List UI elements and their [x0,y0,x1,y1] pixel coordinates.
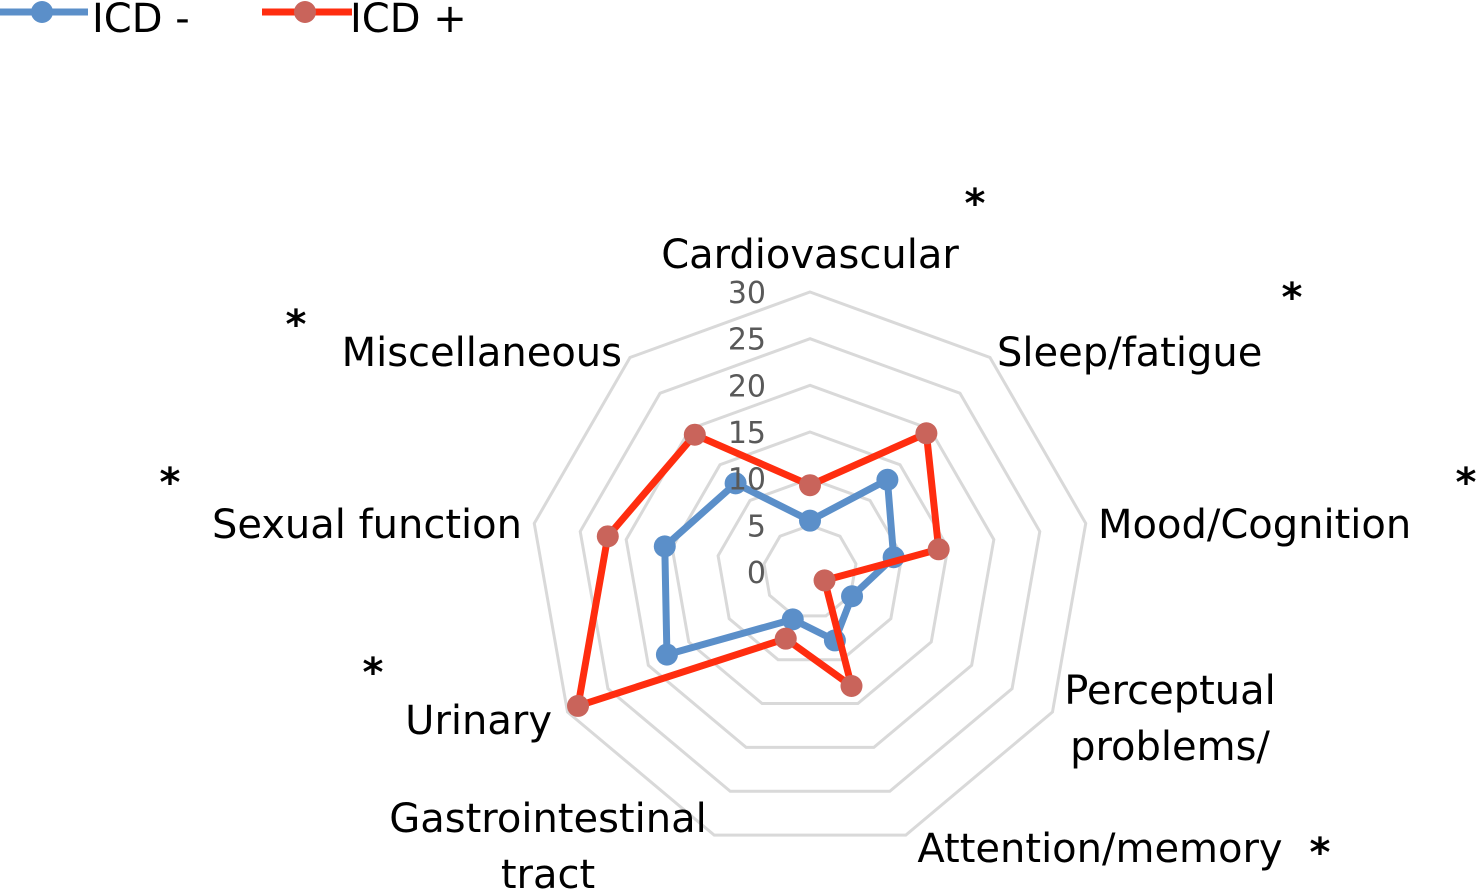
grid-ring-25 [578,337,1042,793]
grid-ring-5 [762,523,858,618]
radar-grid [532,290,1088,837]
legend: ICD - ICD + [0,0,467,42]
tick-label-5: 5 [747,509,766,544]
data-point-icd-plus-1 [915,422,938,445]
category-label-line: Cardiovascular [661,232,959,278]
tick-label-20: 20 [728,369,766,404]
tick-label-30: 30 [728,276,766,311]
grid-ring-30 [532,290,1088,837]
category-label-1: Sleep/fatigue [997,330,1262,376]
tick-labels: 0 5 10 15 20 25 30 [728,276,766,591]
category-label-5: Gastrointestinal tract [389,796,706,891]
significance-star-2: * [1456,460,1477,506]
significance-star-0: * [965,181,986,227]
significance-star-7: * [160,460,181,506]
category-label-line: problems/ [1070,724,1270,770]
category-label-7: Sexual function [212,502,522,548]
data-point-icd-plus-4 [840,675,863,698]
category-label-line: Urinary [405,698,552,744]
category-label-4: Attention/memory [917,826,1282,872]
category-label-line: Miscellaneous [342,330,622,376]
category-label-line: tract [501,852,595,891]
legend-item-icd-plus: ICD + [262,0,467,42]
legend-marker-icd-plus [294,1,316,23]
data-point-icd-minus-0 [799,509,821,532]
category-label-6: Urinary [405,698,552,744]
data-point-icd-plus-8 [683,423,706,446]
data-point-icd-minus-8 [724,472,747,495]
data-point-icd-minus-6 [655,643,678,666]
data-point-icd-plus-0 [799,474,821,497]
legend-item-icd-minus: ICD - [0,0,190,42]
series-layer [567,422,950,717]
data-point-icd-plus-2 [927,538,950,561]
legend-label-icd-minus: ICD - [92,0,190,42]
tick-label-25: 25 [728,323,766,358]
category-labels: CardiovascularSleep/fatigueMood/Cognitio… [212,232,1411,891]
significance-markers: * * * * * * * [160,181,1477,876]
significance-star-4: * [1310,830,1331,876]
series-line-icd-plus [574,429,943,710]
data-point-icd-plus-6 [567,694,590,717]
category-label-2: Mood/Cognition [1098,502,1411,548]
data-point-icd-minus-7 [653,535,676,558]
grid-ring-20 [624,383,996,749]
category-label-line: Perceptual [1064,668,1276,714]
category-label-line: Mood/Cognition [1098,502,1411,548]
data-point-icd-plus-3 [813,569,836,592]
legend-label-icd-plus: ICD + [350,0,467,42]
tick-label-0: 0 [747,556,766,591]
category-label-3: Perceptual problems/ [1064,668,1276,770]
data-point-icd-minus-1 [876,468,899,491]
legend-marker-icd-minus [31,1,53,23]
grid-ring-15 [670,430,950,706]
category-label-line: Attention/memory [917,826,1282,872]
data-point-icd-minus-5 [781,608,804,631]
tick-label-10: 10 [728,463,766,498]
data-point-icd-plus-5 [774,627,797,650]
category-label-line: Sleep/fatigue [997,330,1262,376]
tick-label-15: 15 [728,416,766,451]
category-label-8: Miscellaneous [342,330,622,376]
significance-star-6: * [363,650,384,696]
data-point-icd-minus-3 [841,585,864,608]
series-line-icd-minus [661,476,898,659]
significance-star-1: * [1282,275,1303,321]
category-label-line: Gastrointestinal [389,796,706,842]
data-point-icd-plus-7 [596,525,619,548]
category-label-line: Sexual function [212,502,522,548]
significance-star-8: * [286,302,307,348]
category-label-0: Cardiovascular [661,232,959,278]
